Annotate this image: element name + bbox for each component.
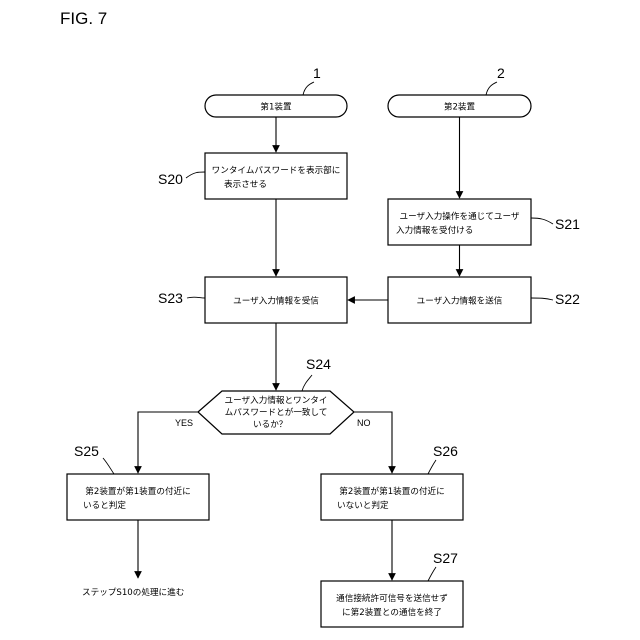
s25-line-1: 第2装置が第1装置の付近に (85, 485, 190, 497)
s20-leader (186, 172, 205, 178)
end-note: ステップS10の処理に進む (82, 586, 184, 598)
s23-line-1: ユーザ入力情報を受信 (233, 295, 319, 307)
s27-leader (428, 567, 436, 581)
branch-no-label: NO (357, 418, 371, 428)
s24-line-3: いるか？ (253, 419, 287, 430)
process-s22: ユーザ入力情報を送信 (388, 277, 531, 323)
terminal-second-device: 第2装置 (388, 95, 531, 117)
process-s27: 通信接続許可信号を送信せず に第2装置との通信を終了 (321, 581, 463, 627)
ref-first-device-leader (303, 82, 314, 95)
s24-line-2: ムパスワードとが一致して (225, 406, 328, 418)
s27-line-2: に第2装置との通信を終了 (342, 606, 442, 618)
s25-leader (103, 458, 114, 474)
process-s21: ユーザ入力操作を通じてユーザ 入力情報を受付ける (388, 199, 531, 245)
process-s26: 第2装置が第1装置の付近に いないと判定 (321, 474, 463, 520)
step-label-s26: S26 (433, 443, 458, 459)
step-label-s22: S22 (555, 291, 580, 307)
s23-leader (187, 297, 205, 298)
s22-line-1: ユーザ入力情報を送信 (417, 295, 503, 307)
s26-line-2: いないと判定 (337, 499, 389, 511)
step-label-s25: S25 (74, 443, 99, 459)
s20-line-1: ワンタイムパスワードを表示部に (212, 164, 341, 176)
terminal-second-device-label: 第2装置 (444, 101, 476, 113)
ref-second-device-leader (486, 82, 497, 95)
s24-leader (302, 375, 312, 391)
s21-line-2: 入力情報を受付ける (396, 224, 473, 236)
process-s20: ワンタイムパスワードを表示部に 表示させる (205, 153, 347, 199)
step-label-s24: S24 (306, 356, 331, 372)
process-s25: 第2装置が第1装置の付近に いると判定 (67, 474, 209, 520)
s20-line-2: 表示させる (224, 178, 267, 190)
terminal-first-device: 第1装置 (205, 95, 347, 117)
decision-s24: ユーザ入力情報とワンタイ ムパスワードとが一致して いるか？ (198, 391, 354, 434)
terminal-first-device-label: 第1装置 (260, 101, 292, 113)
s21-line-1: ユーザ入力操作を通じてユーザ (400, 210, 520, 222)
process-s23: ユーザ入力情報を受信 (205, 277, 347, 323)
s22-leader (531, 298, 553, 300)
branch-yes-label: YES (175, 418, 193, 428)
s24-line-1: ユーザ入力情報とワンタイ (225, 394, 328, 406)
s27-line-1: 通信接続許可信号を送信せず (336, 592, 448, 604)
step-label-s20: S20 (158, 171, 183, 187)
s25-line-2: いると判定 (83, 499, 126, 511)
s21-leader (531, 218, 553, 224)
step-label-s27: S27 (433, 550, 458, 566)
s26-leader (428, 460, 436, 474)
step-label-s23: S23 (158, 290, 183, 306)
ref-second-device: 2 (497, 65, 505, 81)
s26-line-1: 第2装置が第1装置の付近に (339, 485, 444, 497)
figure-title: FIG. 7 (60, 9, 107, 28)
ref-first-device: 1 (313, 65, 321, 81)
step-label-s21: S21 (555, 216, 580, 232)
